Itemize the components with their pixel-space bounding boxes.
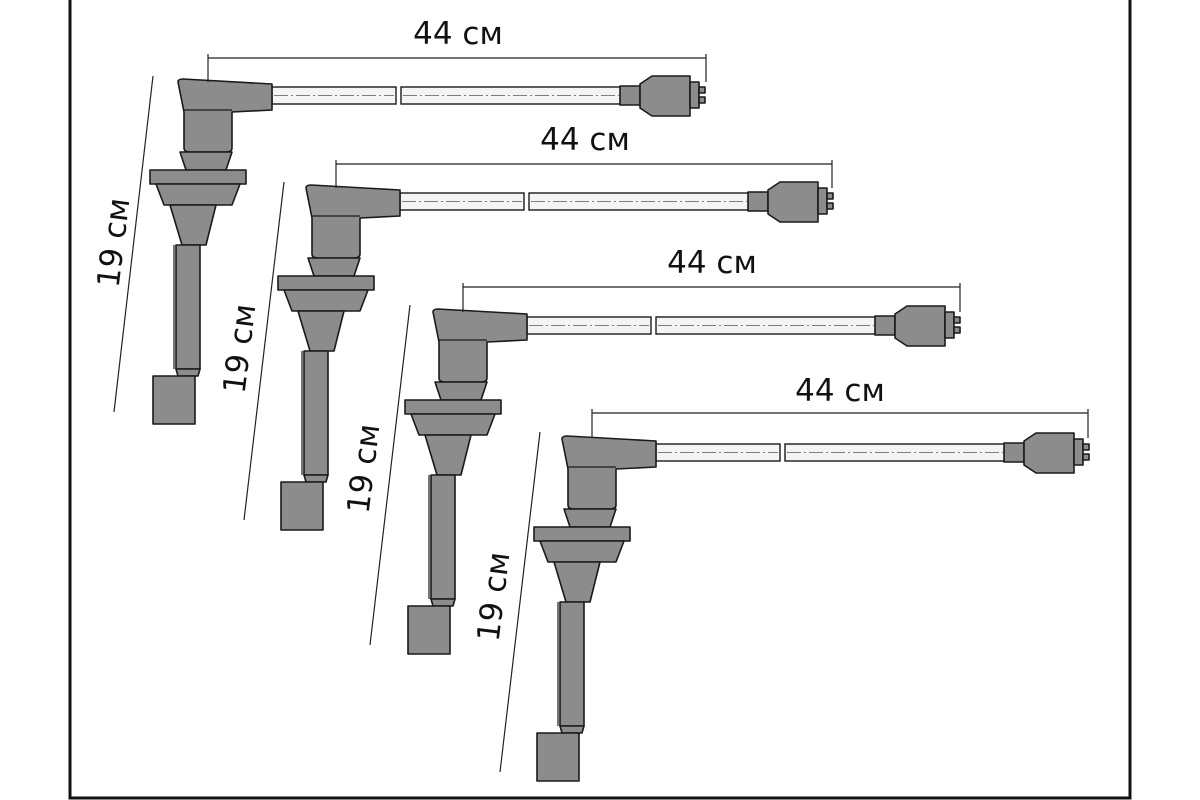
- height-dimension-line-4: [499, 431, 541, 773]
- length-label-3: 44 см: [667, 245, 757, 281]
- wire-assembly-2: 44 см 19 см: [217, 122, 834, 531]
- length-label-1: 44 см: [413, 16, 503, 52]
- drawing-frame: [68, 0, 1132, 800]
- height-dimension-line-1: [113, 75, 154, 413]
- height-label-2: 19 см: [217, 302, 264, 395]
- height-dimension-line-3: [369, 304, 411, 646]
- height-label-3: 19 см: [341, 422, 388, 515]
- length-label-4: 44 см: [795, 373, 885, 409]
- wire-assembly-4: 44 см 19 см: [471, 373, 1090, 782]
- wire-assembly-1: 44 см 19 см: [91, 16, 707, 425]
- wire-assembly-3: 44 см 19 см: [341, 245, 961, 655]
- height-label-4: 19 см: [471, 550, 518, 643]
- height-dimension-line-2: [243, 181, 285, 521]
- length-label-2: 44 см: [540, 122, 630, 158]
